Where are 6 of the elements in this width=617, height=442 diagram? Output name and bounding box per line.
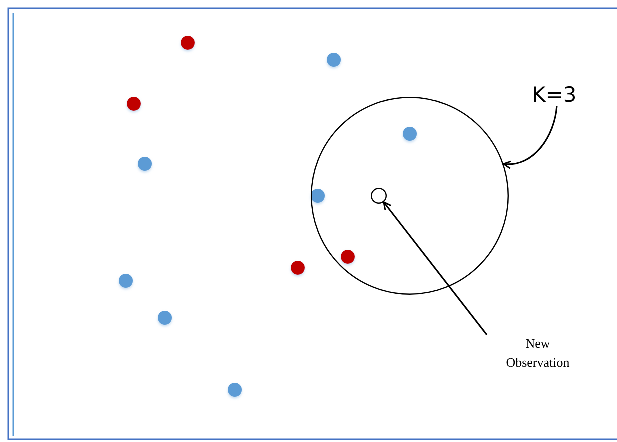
new-observation-label: New Observation [486, 334, 590, 374]
arrow [383, 202, 488, 336]
neighborhood-circle [311, 97, 509, 295]
k-value-label: K=3 [532, 80, 582, 106]
arrow [503, 106, 558, 169]
new-observation-point [371, 188, 387, 204]
